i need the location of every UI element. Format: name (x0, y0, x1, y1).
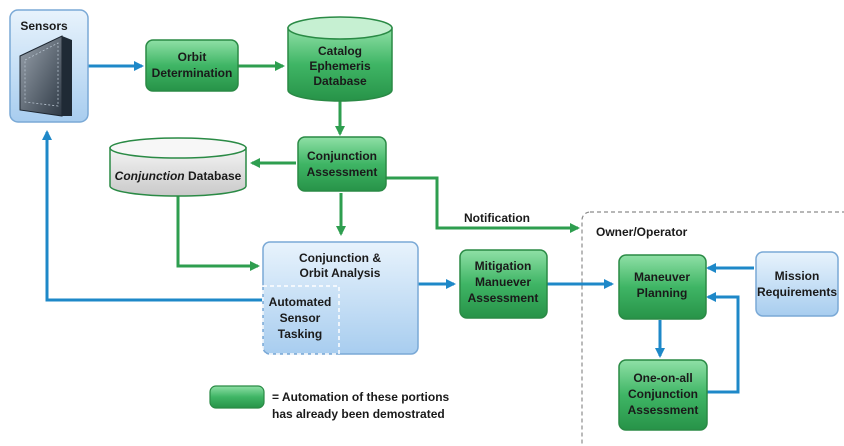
legend: = Automation of these portions has alrea… (209, 385, 450, 421)
mission-label-2: Requirements (757, 285, 837, 299)
owner-operator-region: Owner/Operator (581, 211, 844, 446)
arrow-tasking-to-sensors (42, 130, 262, 302)
legend-green-swatch (209, 385, 265, 409)
maneuver-label-2: Planning (637, 286, 688, 300)
catalog-db-label-2: Ephemeris (309, 59, 371, 73)
one-on-all-label-2: Conjunction (628, 387, 698, 401)
arrow-oneonall-to-maneuver (706, 292, 740, 394)
mitigation-label-1: Mitigation (475, 259, 532, 273)
conjunction-assessment-label-2: Assessment (307, 165, 378, 179)
conjunction-assessment-label-1: Conjunction (307, 149, 377, 163)
one-on-all-node: One-on-all Conjunction Assessment (618, 359, 708, 431)
connectors (42, 61, 754, 394)
legend-text-1: = Automation of these portions (272, 390, 450, 404)
catalog-db-label-3: Database (313, 74, 367, 88)
owner-operator-label: Owner/Operator (596, 225, 688, 239)
sensor-array-icon (19, 35, 72, 117)
orbit-determination-label-1: Orbit (178, 50, 207, 64)
conjunction-db-label-1: Conjunction (115, 169, 185, 183)
one-on-all-label-1: One-on-all (633, 371, 692, 385)
coa-label-2: Orbit Analysis (300, 266, 381, 280)
tasking-label-1: Automated (269, 295, 332, 309)
arrow-cdb-to-coa (176, 194, 260, 271)
arrow-ca-notification (386, 176, 580, 233)
conjunction-db-label-2: Database (185, 169, 242, 183)
conjunction-orbit-analysis-node: Conjunction & Orbit Analysis Automated S… (262, 241, 419, 355)
maneuver-planning-node: Maneuver Planning (618, 254, 707, 320)
sensors-label: Sensors (20, 19, 68, 33)
orbit-determination-node: Orbit Determination (145, 39, 239, 92)
tasking-label-3: Tasking (278, 327, 322, 341)
sensors-node: Sensors (9, 9, 89, 123)
one-on-all-label-3: Assessment (628, 403, 699, 417)
mission-label-1: Mission (775, 269, 820, 283)
mitigation-label-3: Assessment (468, 291, 539, 305)
automated-sensor-tasking-box (262, 285, 340, 355)
conjunction-assessment-node: Conjunction Assessment (297, 136, 387, 192)
mitigation-label-2: Manuever (475, 275, 531, 289)
tasking-label-2: Sensor (280, 311, 321, 325)
orbit-determination-label-2: Determination (152, 66, 233, 80)
conjunction-db-label: Conjunction Database (115, 169, 242, 183)
notification-label: Notification (464, 211, 530, 225)
conjunction-database-node: Conjunction Database (109, 137, 247, 197)
maneuver-label-1: Maneuver (634, 270, 690, 284)
legend-text-2: has already been demostrated (272, 407, 445, 421)
mission-requirements-node: Mission Requirements (755, 251, 839, 317)
catalog-db-label-1: Catalog (318, 44, 362, 58)
coa-label-1: Conjunction & (299, 251, 381, 265)
catalog-database-node: Catalog Ephemeris Database (287, 16, 393, 102)
mitigation-node: Mitigation Manuever Assessment (459, 249, 548, 319)
